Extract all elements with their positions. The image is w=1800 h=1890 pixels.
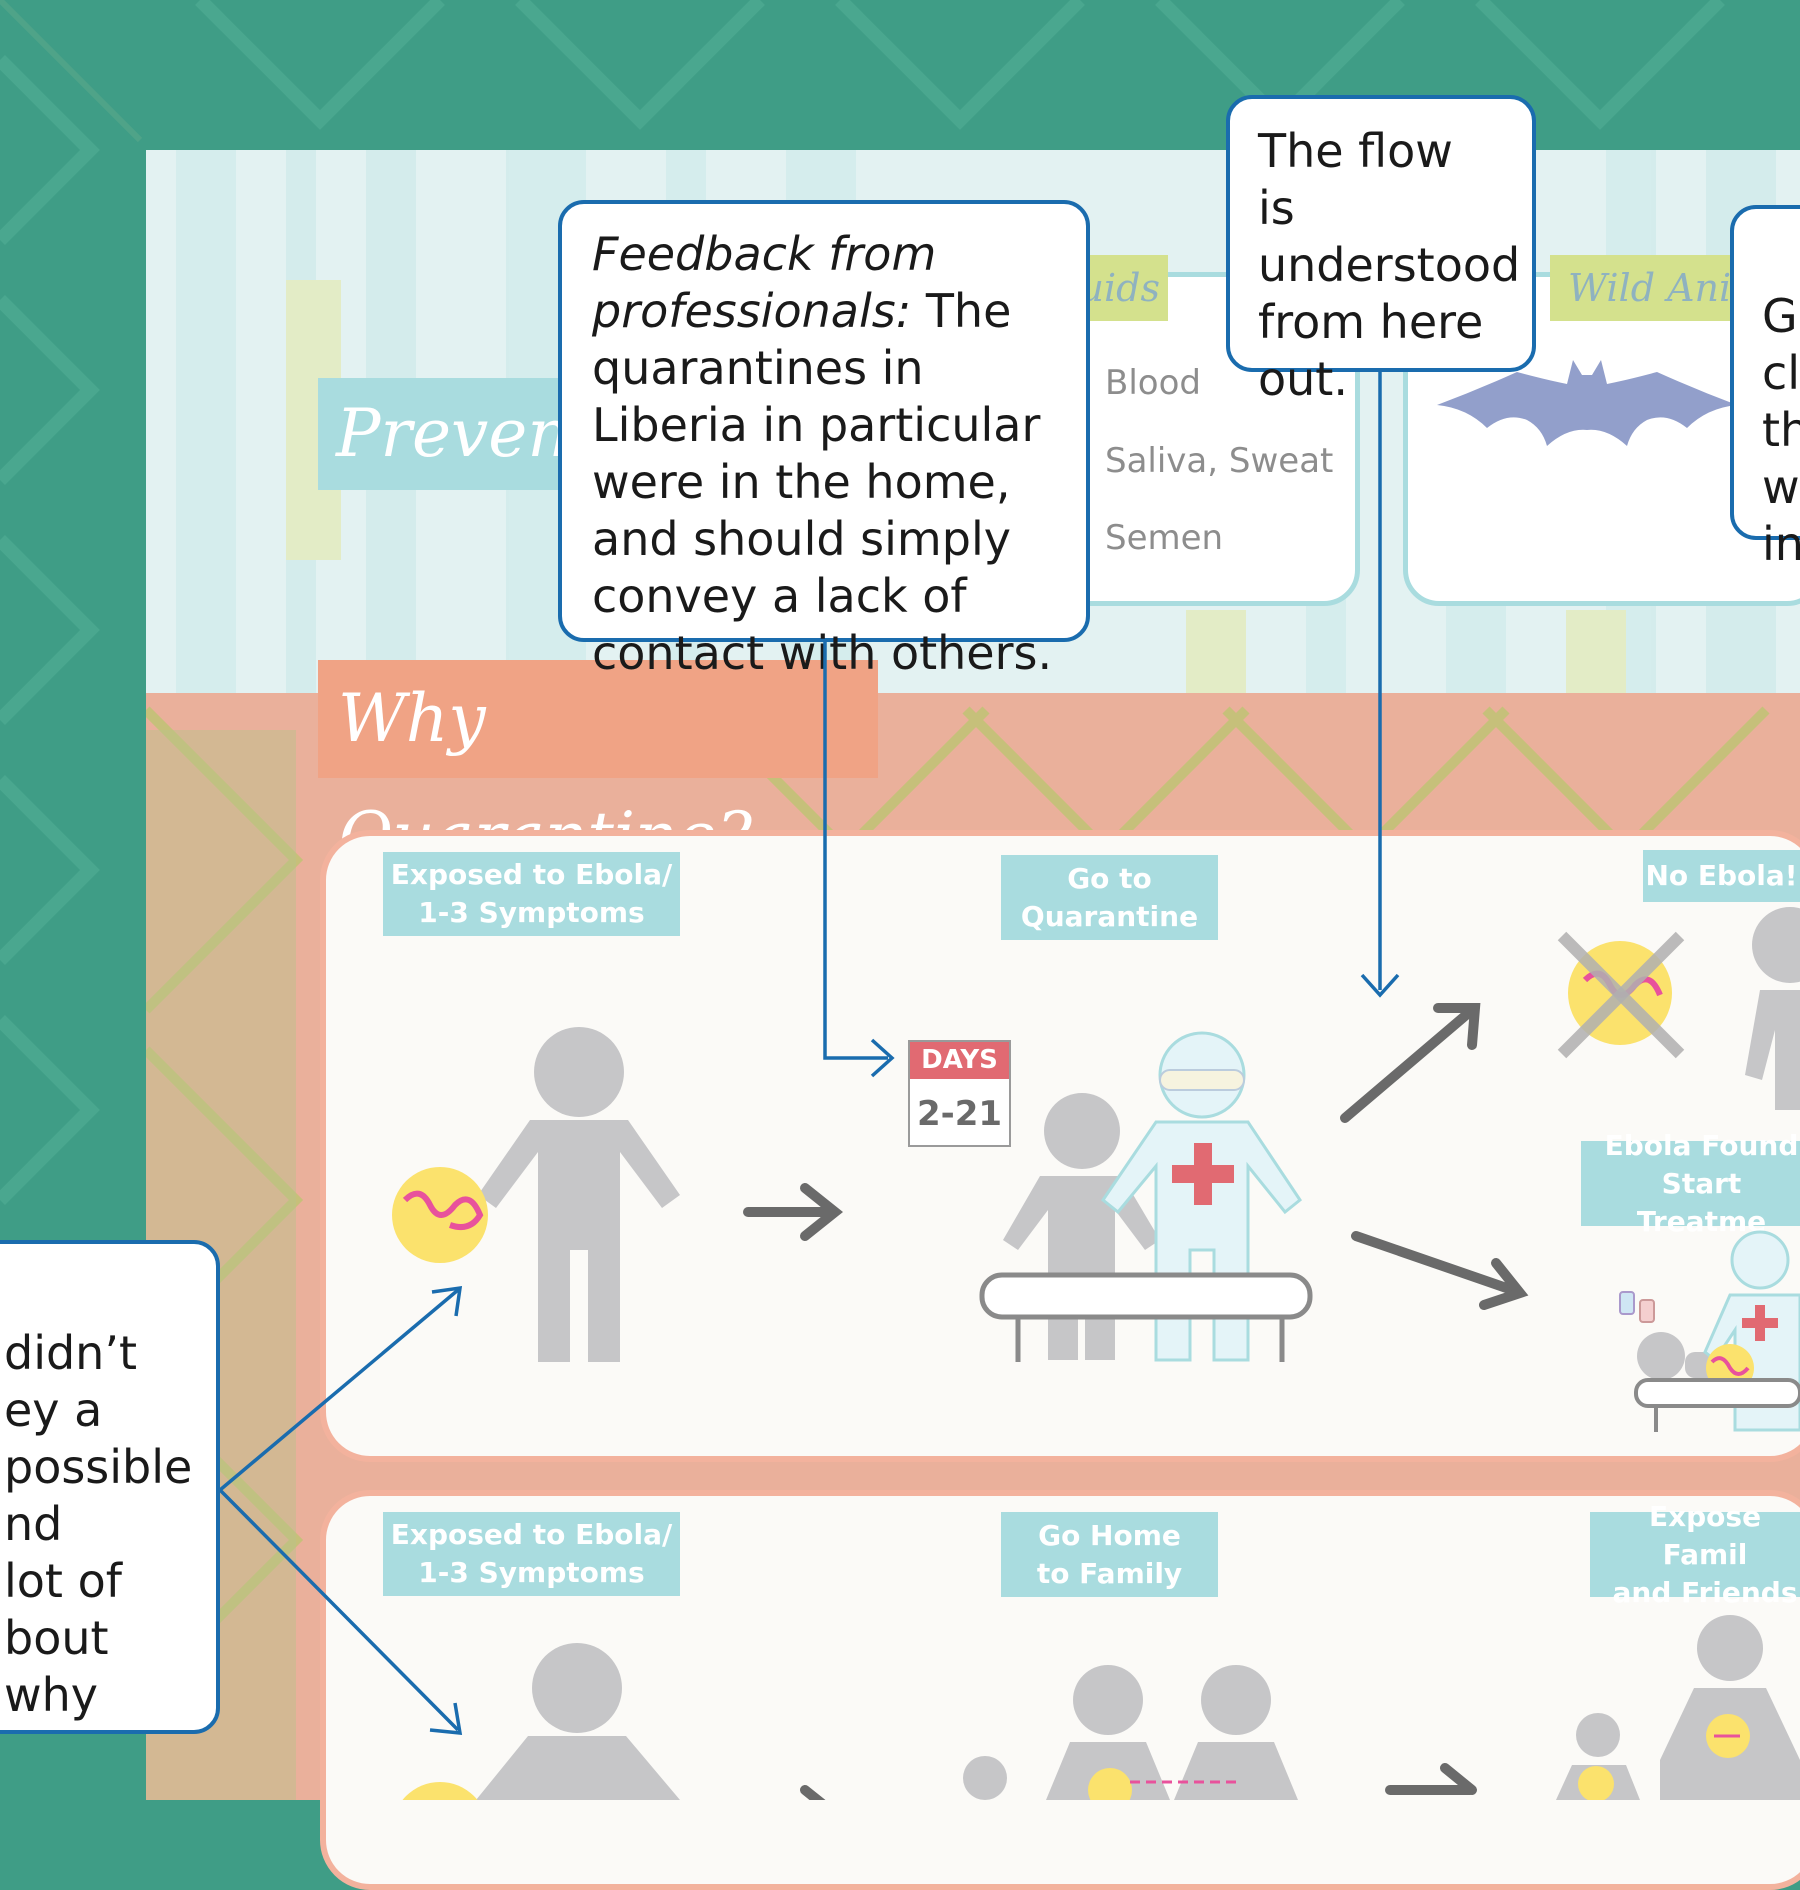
callout-left-text: didn’t ey a possible nd lot of bout why … (4, 1326, 211, 1730)
family-icon (963, 1665, 1298, 1800)
days-calendar: DAYS 2-21 (908, 1040, 1011, 1147)
label-exposed-row1: Exposed to Ebola/ 1-3 Symptoms (383, 852, 680, 936)
patient-icon (1003, 1093, 1160, 1360)
virus-row2-icon (402, 1782, 478, 1800)
label-go-home-to-family: Go Home to Family (1001, 1512, 1218, 1597)
label-go-to-quarantine: Go to Quarantine (1001, 855, 1218, 940)
callout-connectors (218, 372, 1400, 1735)
callout-feedback-italic: Feedback from professionals: (592, 227, 937, 338)
healthy-person-icon (1745, 907, 1800, 1110)
bench-icon (979, 1272, 1313, 1362)
connector-feedback-to-days (823, 642, 888, 1060)
arrow-down-right-icon (1351, 1231, 1529, 1310)
callout-right-partial: G cl th w in (1730, 205, 1800, 571)
fluid-item-blood: Blood (1105, 363, 1201, 403)
fluid-item-saliva-sweat: Saliva, Sweat (1105, 441, 1334, 481)
callout-left-partial: didn’t ey a possible nd lot of bout why … (0, 1240, 220, 1734)
connector-left-to-row1 (218, 1288, 460, 1492)
callout-flow: The flow is understood from here out. (1226, 95, 1536, 406)
treatment-scene-icon (1619, 1230, 1800, 1432)
exposed-person-row2-icon (476, 1643, 680, 1800)
flow-illustrations (392, 907, 1800, 1800)
prevent-title: Prevent (318, 378, 558, 490)
virus-icon (392, 1167, 488, 1263)
label-ebola-found: Ebola Found Start Treatme (1581, 1129, 1800, 1238)
arrow-right-row2-icon (800, 1785, 826, 1800)
arrowhead-flow-icon (1360, 973, 1400, 998)
bat-icon (1437, 360, 1737, 446)
callout-right-text: G cl th w in (1762, 289, 1800, 571)
exposed-person-icon (478, 1027, 680, 1362)
callout-feedback: Feedback from professionals: The quarant… (558, 200, 1090, 680)
exposed-family-icon (1556, 1615, 1800, 1800)
label-no-ebola: No Ebola! (1643, 850, 1800, 902)
doctor-icon (1100, 1031, 1303, 1362)
label-exposed-row2: Exposed to Ebola/ 1-3 Symptoms (383, 1512, 680, 1596)
fluid-item-semen: Semen (1105, 518, 1224, 558)
callout-feedback-text: The quarantines in Liberia in particular… (592, 284, 1053, 680)
arrow-right-row2b-icon (1385, 1763, 1477, 1795)
callout-flow-text: The flow is understood from here out. (1258, 124, 1521, 406)
arrow-up-right-icon (1340, 1003, 1481, 1123)
arrowhead-feedback-icon (870, 1038, 895, 1078)
days-label: DAYS (910, 1042, 1009, 1079)
connector-left-to-row2 (218, 1488, 460, 1732)
days-value: 2-21 (916, 1094, 1003, 1134)
arrow-right-icon (743, 1183, 844, 1241)
crossed-virus-icon (1557, 931, 1685, 1059)
arrowhead-left-row1-icon (431, 1285, 463, 1317)
arrowhead-left-row2-icon (429, 1702, 463, 1735)
